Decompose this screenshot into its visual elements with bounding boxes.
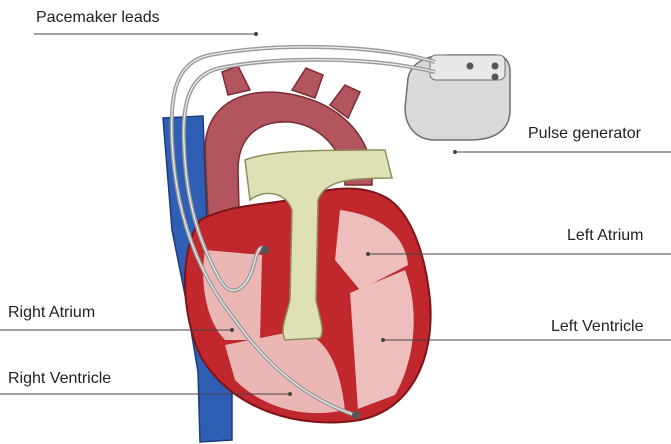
leader-dot-left-ventricle <box>381 338 385 342</box>
label-right-atrium: Right Atrium <box>8 304 95 322</box>
leader-dot-left-atrium <box>366 252 370 256</box>
label-right-ventricle: Right Ventricle <box>8 370 111 388</box>
lead-tip-ventricle <box>352 411 360 419</box>
aorta-branch-left <box>222 66 250 95</box>
header-port-1 <box>467 63 474 70</box>
label-pulse-generator: Pulse generator <box>528 125 641 143</box>
aorta-branch-middle <box>292 68 323 98</box>
leader-dot-pulse-generator <box>453 150 457 154</box>
leader-dot-pacemaker-leads <box>254 32 258 36</box>
lead-tip-atrium <box>261 246 269 254</box>
leader-dot-right-atrium <box>230 328 234 332</box>
header-port-3 <box>492 74 499 81</box>
label-left-ventricle: Left Ventricle <box>551 318 644 336</box>
header-port-2 <box>492 63 499 70</box>
label-pacemaker-leads: Pacemaker leads <box>36 9 160 27</box>
leader-dot-right-ventricle <box>288 392 292 396</box>
label-left-atrium: Left Atrium <box>567 227 643 245</box>
